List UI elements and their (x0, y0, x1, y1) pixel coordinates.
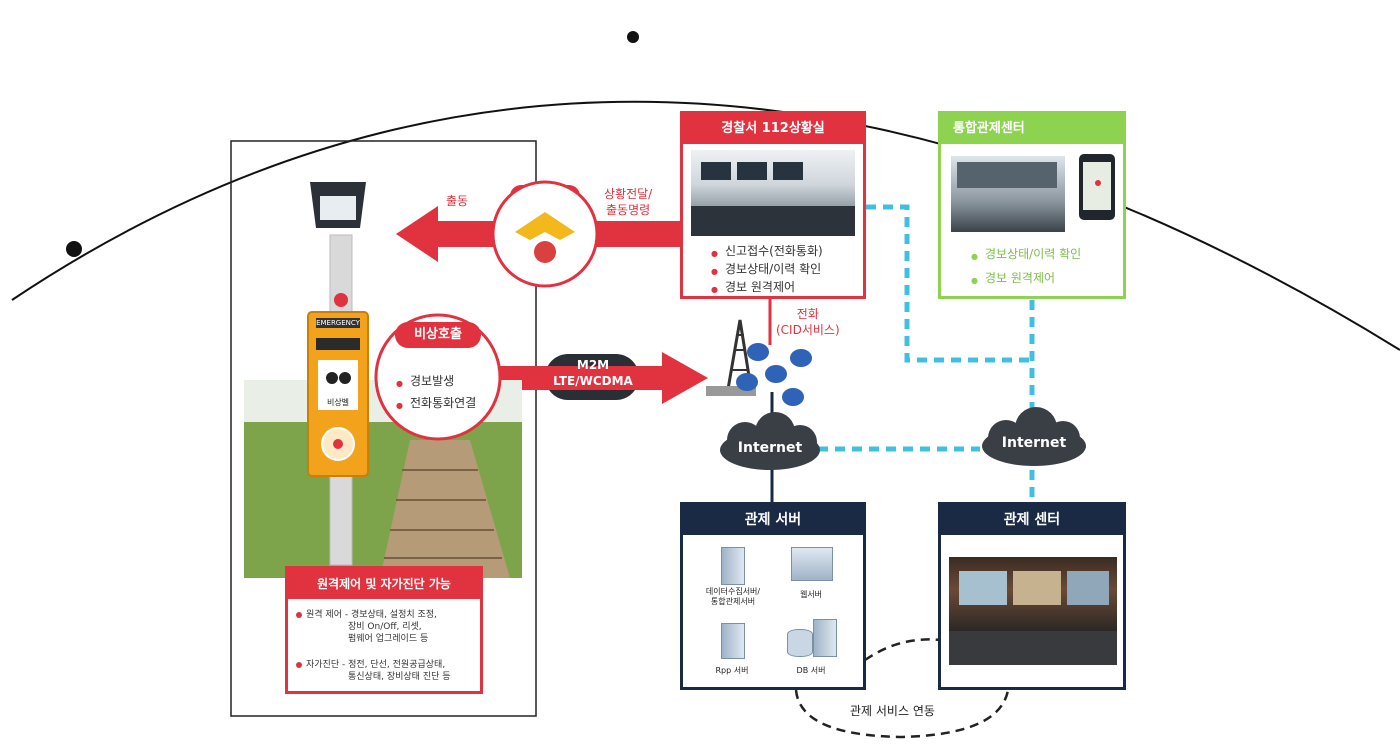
relay-label-line2: 출동명령 (606, 203, 651, 217)
data-server-icon (721, 547, 745, 585)
remote-bullet-2 (296, 662, 302, 668)
relay-label: 상황전달/ 출동명령 (604, 186, 652, 218)
phone-link-line1: 전화 (796, 307, 819, 321)
rpp-server-icon (721, 623, 745, 659)
device-screen-label: 비상벨 (326, 398, 350, 407)
scene-boardwalk (380, 440, 510, 578)
integrated-center-photo (951, 156, 1065, 232)
orbit-dot-left (66, 241, 82, 257)
web-server-icon (791, 547, 833, 581)
internet-cloud-right (982, 407, 1086, 466)
police-emblem (534, 241, 556, 263)
device-sign-label: EMERGENCY (316, 319, 360, 327)
remote-item2-line2: 통신상태, 장비상태 진단 등 (348, 672, 451, 682)
phone-link-label: 전화 (CID서비스) (776, 306, 840, 338)
service-link-curve-bottom (794, 689, 1010, 739)
control-center-title: 관제 센터 (941, 505, 1123, 535)
police-station-panel: 경찰서 112상황실 신고접수(전화통화) 경보상태/이력 확인 경보 원격제어 (680, 111, 866, 299)
station-item: 경보상태/이력 확인 (711, 260, 823, 281)
emergency-item: 전화통화연결 (396, 392, 476, 417)
internet-label-left: Internet (737, 440, 803, 456)
orbit-arc (11, 100, 1400, 351)
orbit-dot-top (627, 31, 639, 43)
remote-item1-line3: 펌웨어 업그레이드 등 (348, 634, 429, 644)
m2m-label: M2M (538, 358, 648, 372)
remote-control-panel: 원격제어 및 자가진단 가능 원격 제어 - 경보상태, 설정치 조정, 장비 … (285, 566, 483, 694)
police-emblem-wings (515, 212, 575, 240)
m2m-label-line1: M2M (576, 358, 610, 372)
police-label: 경찰 (533, 191, 557, 206)
siren-light (334, 293, 348, 307)
remote-item1-line1: 원격 제어 - 경보상태, 설정치 조정, (306, 610, 437, 620)
db-server-icon (813, 619, 837, 657)
web-server-label: 웹서버 (799, 590, 823, 599)
station-item: 경보 원격제어 (711, 278, 823, 299)
control-center-panel: 관제 센터 (938, 502, 1126, 690)
remote-item1-line2: 장비 On/Off, 리셋, (348, 622, 422, 632)
figure-icon-right (339, 372, 351, 384)
rpp-server-label: Rpp 서버 (715, 666, 749, 675)
control-server-panel: 관제 서버 데이터수집서버/ 통합관제서버 웹서버 Rpp 서버 DB 서버 (680, 502, 866, 690)
figure-icon-left (326, 372, 338, 384)
emergency-call-list: 경보발생 전화통화연결 (396, 370, 476, 417)
remote-control-item-1: 원격 제어 - 경보상태, 설정치 조정, 장비 On/Off, 리셋, 펌웨어… (296, 609, 478, 645)
cyan-links (818, 204, 1035, 505)
device-frame (230, 140, 537, 717)
device-sign-plate (316, 318, 360, 328)
device-display (316, 338, 360, 350)
db-server-label: DB 서버 (796, 666, 826, 675)
remote-control-title: 원격제어 및 자가진단 가능 (288, 569, 480, 599)
integrated-center-panel: 통합관제센터 경보상태/이력 확인 경보 원격제어 (938, 111, 1126, 299)
lamp-panel (320, 196, 356, 220)
integrated-item: 경보상태/이력 확인 (971, 242, 1081, 269)
m2m-label-line2: LTE/WCDMA (553, 374, 633, 388)
internet-label-right: Internet (1001, 435, 1067, 451)
antenna-tower (706, 319, 812, 406)
remote-bullet-1 (296, 612, 302, 618)
data-server-line1: 데이터수집서버/ (705, 587, 761, 596)
control-center-photo (949, 557, 1117, 665)
control-room-photo (691, 150, 855, 236)
scene-planks (384, 469, 502, 559)
dispatch-arrow (396, 206, 500, 262)
integrated-item: 경보 원격제어 (971, 266, 1081, 293)
call-button (333, 439, 343, 449)
device-screen (318, 360, 358, 410)
internet-cloud-left (720, 412, 820, 470)
service-link-label: 관제 서비스 연동 (850, 704, 935, 718)
data-server-label: 데이터수집서버/ 통합관제서버 (695, 587, 771, 607)
relay-label-line1: 상황전달/ (604, 187, 653, 201)
dispatch-label: 출동 (446, 194, 469, 208)
emergency-item: 경보발생 (396, 370, 476, 395)
integrated-center-list: 경보상태/이력 확인 경보 원격제어 (971, 242, 1081, 293)
relay-bar (590, 221, 686, 247)
integrated-center-title: 통합관제센터 (941, 114, 1123, 144)
smartphone-image (1079, 154, 1115, 220)
m2m-arrow (496, 352, 708, 404)
police-station-title: 경찰서 112상황실 (683, 114, 863, 144)
emergency-call-title: 비상호출 (395, 322, 481, 348)
police-circle (491, 180, 599, 288)
data-server-line2: 통합관제서버 (710, 597, 756, 606)
service-link-curve-top (864, 638, 941, 662)
station-item: 신고접수(전화통화) (711, 242, 823, 263)
remote-item2-line1: 자가진단 - 정전, 단선, 전원공급상태, (306, 660, 446, 670)
db-cylinder-icon (787, 629, 813, 657)
control-server-title: 관제 서버 (683, 505, 863, 535)
police-station-list: 신고접수(전화통화) 경보상태/이력 확인 경보 원격제어 (711, 242, 823, 299)
remote-control-item-2: 자가진단 - 정전, 단선, 전원공급상태, 통신상태, 장비상태 진단 등 (296, 659, 478, 683)
phone-link-line2: (CID서비스) (776, 323, 840, 337)
